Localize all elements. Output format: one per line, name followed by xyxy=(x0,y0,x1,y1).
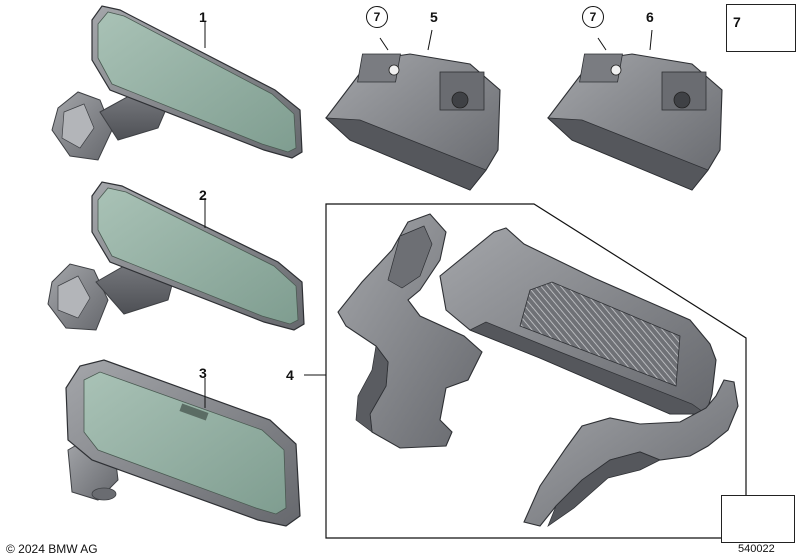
group-4-frame xyxy=(325,203,747,539)
bracket-5 xyxy=(324,29,501,191)
cover-left xyxy=(337,213,483,449)
view-direction-box xyxy=(721,495,795,543)
mirror-2 xyxy=(47,181,305,331)
callout-7-screw: 7 xyxy=(733,14,741,30)
callout-7-circled-bracket-6: 7 xyxy=(582,6,604,28)
callout-2: 2 xyxy=(199,187,207,203)
mirror-3 xyxy=(65,359,301,527)
cover-right xyxy=(439,227,717,415)
callout-1: 1 xyxy=(199,9,207,25)
copyright-text: © 2024 BMW AG xyxy=(6,542,98,556)
bracket-6 xyxy=(546,29,723,191)
screw-part-box: 7 xyxy=(726,4,796,52)
callout-5: 5 xyxy=(430,9,438,25)
mirror-1 xyxy=(51,5,303,161)
document-number: 540022 xyxy=(738,543,775,555)
cover-lower xyxy=(523,379,739,527)
callout-3: 3 xyxy=(199,365,207,381)
callout-6: 6 xyxy=(646,9,654,25)
callout-4: 4 xyxy=(286,367,294,383)
callout-7-circled-bracket-5: 7 xyxy=(366,6,388,28)
